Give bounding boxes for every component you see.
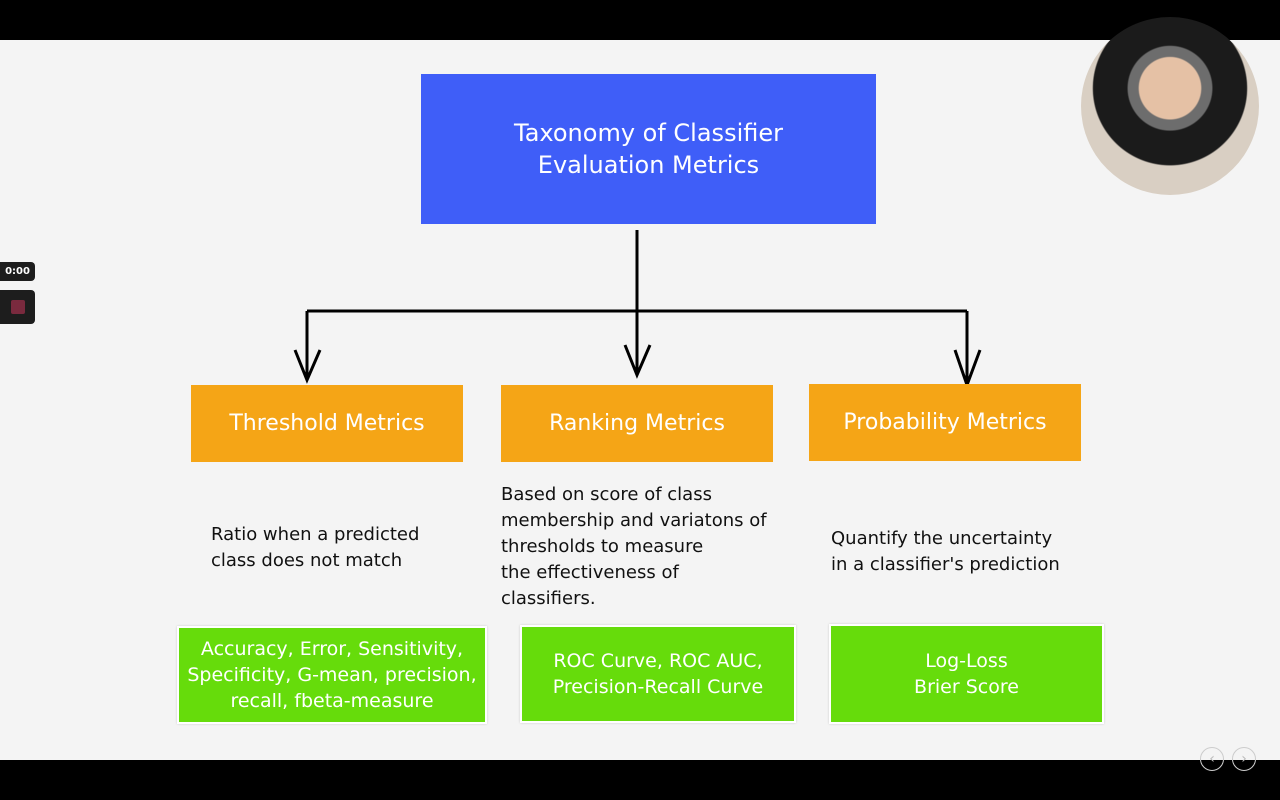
probability-description: Quantify the uncertainty in a classifier… [831, 528, 1060, 575]
category-probability: Probability Metrics [809, 384, 1081, 461]
ranking-metrics-list: ROC Curve, ROC AUC, Precision-Recall Cur… [520, 625, 796, 723]
ranking-description: Based on score of class membership and v… [501, 484, 767, 609]
webcam-overlay [1081, 17, 1259, 195]
threshold-metrics-list: Accuracy, Error, Sensitivity, Specificit… [177, 626, 487, 724]
connector-arrows [293, 230, 982, 390]
stop-recording-button[interactable] [0, 290, 35, 324]
stop-icon [11, 300, 25, 314]
category-ranking: Ranking Metrics [501, 385, 773, 462]
next-slide-button[interactable]: › [1232, 747, 1256, 771]
slide: Taxonomy of Classifier Evaluation Metric… [0, 40, 1280, 771]
threshold-description: Ratio when a predicted class does not ma… [211, 524, 420, 571]
recording-timer: 0:00 [0, 262, 35, 281]
title-box: Taxonomy of Classifier Evaluation Metric… [421, 74, 876, 224]
category-threshold: Threshold Metrics [191, 385, 463, 462]
probability-metrics-list: Log-Loss Brier Score [829, 624, 1104, 724]
prev-slide-button[interactable]: ‹ [1200, 747, 1224, 771]
